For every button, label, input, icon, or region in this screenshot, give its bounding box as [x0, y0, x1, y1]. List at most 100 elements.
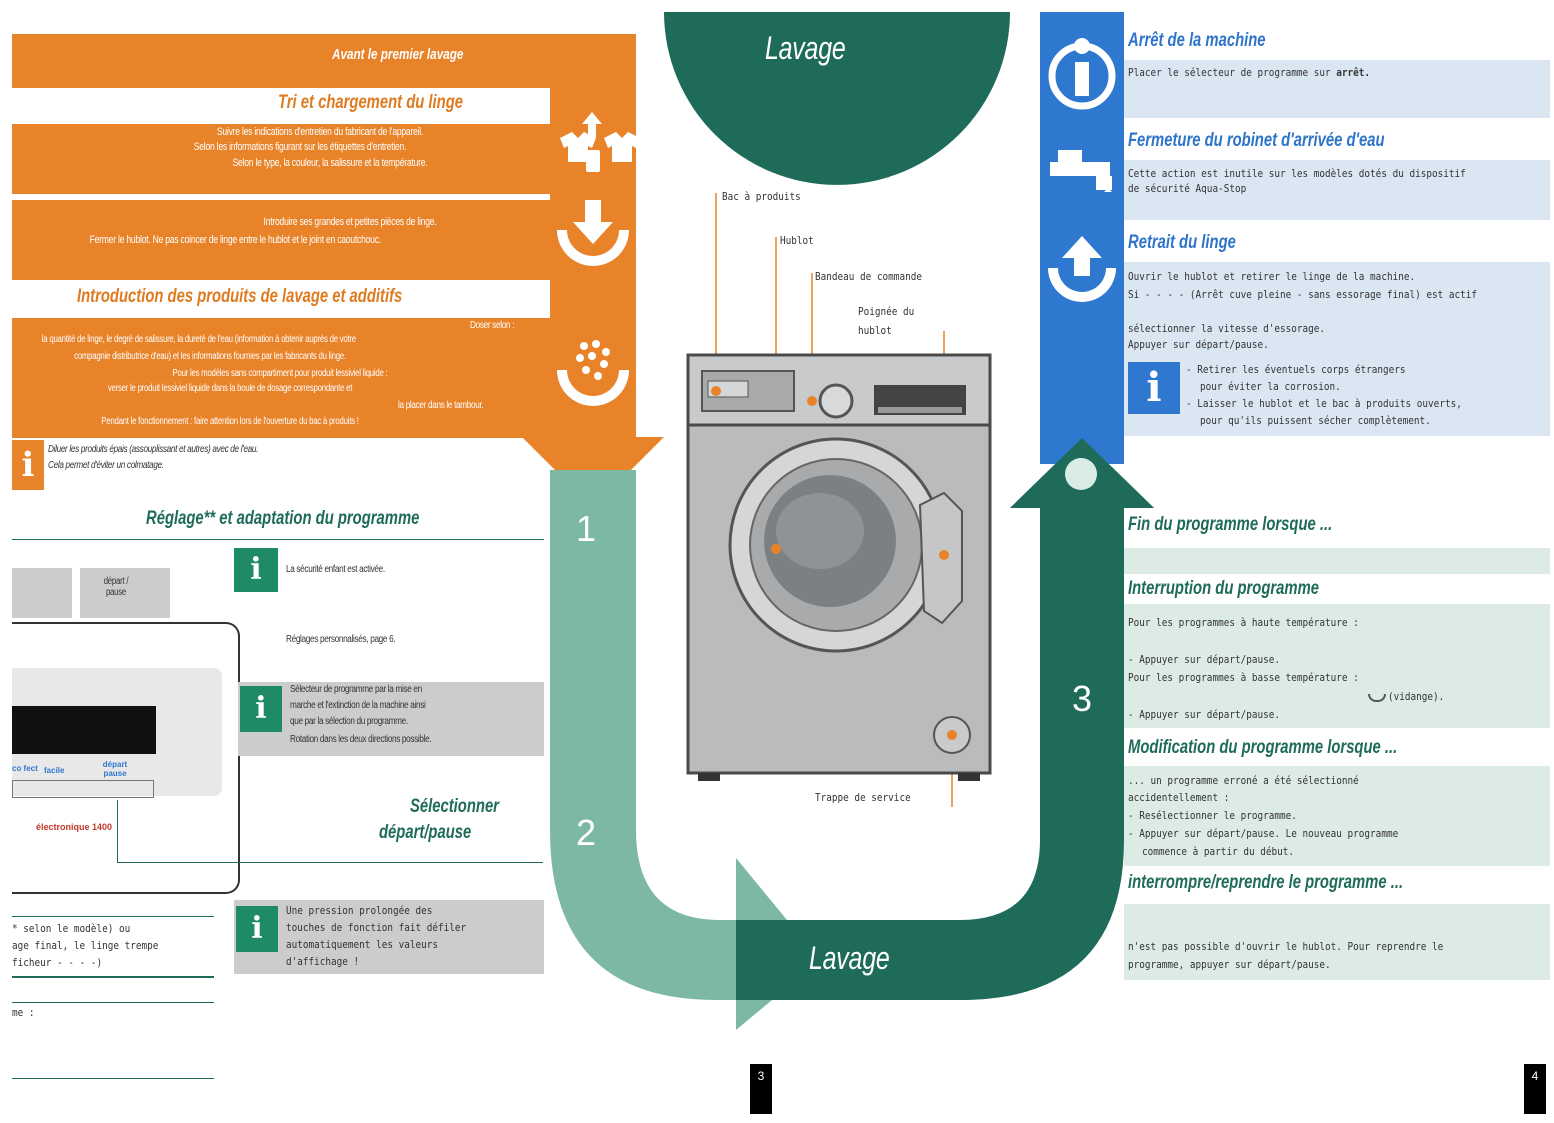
panel-buttons-row [12, 780, 154, 798]
vidange-text: (vidange). [1388, 690, 1445, 703]
sort-line-1: Suivre les indications d'entretien du fa… [216, 126, 424, 138]
remove-info-icon: i [1128, 362, 1180, 414]
bottom-line-2: age final, le linge trempe [12, 939, 159, 952]
modify-line-5: commence à partir du début. [1142, 845, 1294, 858]
program-title: Réglage** et adaptation du programme [146, 508, 420, 529]
panel-brand: électronique 1400 [36, 822, 113, 832]
sort-line-2: Selon les informations figurant sur les … [193, 141, 407, 153]
tap-line-1: Cette action est inutile sur les modèles… [1128, 167, 1466, 180]
products-title-bar [12, 280, 550, 318]
tap-box [1124, 160, 1550, 220]
page-number-3: 3 [750, 1064, 772, 1114]
remove-box [1124, 262, 1550, 436]
end-title: Fin du programme lorsque ... [1128, 514, 1333, 535]
bottom-rule-1 [12, 916, 214, 917]
info-1-text: La sécurité enfant est activée. [286, 564, 385, 575]
sort-line-3: Selon le type, la couleur, la salissure … [232, 157, 428, 169]
info-3-line-4: d'affichage ! [286, 955, 360, 968]
info-2-line-3: que par la sélection du programme. [290, 716, 408, 727]
panel-btn-a-label: co fect [12, 764, 38, 773]
panel-pointer-line [117, 800, 118, 862]
load-line-1: Introduire ses grandes et petites pièces… [263, 216, 437, 228]
interrupt-title: Interruption du programme [1128, 578, 1320, 599]
load-line-2: Fermer le hublot. Ne pas coincer de ling… [89, 234, 382, 246]
panel-pointer-line-h [117, 862, 543, 863]
label-bandeau: Bandeau de commande [815, 270, 922, 283]
products-line-1: la quantité de linge, le degré de saliss… [41, 334, 356, 345]
load-box [12, 200, 550, 280]
bottom-rule-4 [12, 1078, 214, 1079]
select-title-1: Sélectionner [410, 796, 499, 817]
info-2-line-4: Rotation dans les deux directions possib… [290, 734, 432, 745]
bottom-rule-2 [12, 976, 214, 978]
top-lavage-shape [664, 12, 1010, 185]
modify-line-2: accidentellement : [1128, 791, 1230, 804]
stop-text-prefix: Placer le sélecteur de programme sur [1128, 66, 1337, 79]
remove-info-4: pour qu'ils puissent sécher complètement… [1200, 414, 1431, 427]
bottom-line-4: me : [12, 1006, 35, 1019]
stop-title: Arrêt de la machine [1128, 30, 1266, 51]
interrupt-line-2: - Appuyer sur départ/pause. [1128, 653, 1280, 666]
info-3-line-3: automatiquement les valeurs [286, 938, 438, 951]
interrupt-box [1124, 604, 1550, 728]
remove-line-2: Si - - - - (Arrêt cuve pleine - sans ess… [1128, 288, 1478, 301]
remove-info-1: - Retirer les éventuels corps étrangers [1186, 363, 1406, 376]
panel-button-blank[interactable] [12, 568, 72, 618]
pause-line-1: n'est pas possible d'ouvrir le hublot. P… [1128, 940, 1444, 953]
pause-title: interrompre/reprendre le programme ... [1128, 872, 1404, 893]
remove-info-3: - Laisser le hublot et le bac à produits… [1186, 397, 1462, 410]
dot-marker [1065, 458, 1097, 490]
info-2-line-1: Sélecteur de programme par la mise en [290, 684, 422, 695]
sort-box [12, 124, 550, 194]
laundry-icon [560, 112, 640, 172]
mint-curve [550, 470, 820, 1030]
modify-title: Modification du programme lorsque ... [1128, 737, 1398, 758]
bottom-line-1: * selon le modèle) ou [12, 922, 131, 935]
step-2-number: 2 [576, 812, 597, 853]
modify-line-1: ... un programme erroné a été sélectionn… [1128, 774, 1359, 787]
info-2-box [238, 682, 544, 756]
info-icon-2: i [240, 686, 282, 732]
green-curve [736, 438, 1154, 1000]
modify-line-3: - Resélectionner le programme. [1128, 809, 1297, 822]
products-line-6: Pendant le fonctionnement : faire attent… [101, 416, 359, 427]
panel-btn-c-label: départ pause [102, 760, 128, 778]
unload-arrow-icon [1048, 236, 1116, 302]
label-hublot: Hublot [780, 234, 814, 247]
top-lavage-title: Lavage [765, 30, 846, 66]
sort-title-bar [12, 88, 550, 124]
label-poignee-1: Poignée du [858, 305, 915, 318]
header-band-text: Avant le premier lavage [332, 46, 464, 63]
remove-info-2: pour éviter la corrosion. [1200, 380, 1341, 393]
products-line-4: verser le produit lessiviel liquide dans… [107, 383, 353, 394]
interrupt-line-4: - Appuyer sur départ/pause. [1128, 708, 1280, 721]
stop-text-bold: arrêt. [1336, 66, 1371, 79]
products-line-2: compagnie distributrice d'eau) et les in… [74, 351, 346, 362]
info-icon-1: i [234, 548, 278, 592]
info-3-box [234, 900, 544, 974]
pause-box [1124, 904, 1550, 980]
program-title-rule [12, 539, 544, 540]
info-3-line-2: touches de fonction fait défiler [286, 921, 467, 934]
label-poignee-2: hublot [858, 324, 892, 337]
products-title: Introduction des produits de lavage et a… [77, 286, 403, 307]
modify-box [1124, 766, 1550, 866]
products-line-3: Pour les modèles sans compartiment pour … [172, 368, 388, 379]
panel-button-depart-label: départ / pause [103, 576, 129, 598]
bottom-line-3: ficheur - - - -) [12, 956, 103, 969]
orange-header [12, 34, 636, 88]
info-icon-3: i [236, 906, 278, 952]
label-trappe: Trappe de service [815, 791, 911, 804]
remove-line-1: Ouvrir le hublot et retirer le linge de … [1128, 270, 1416, 283]
bottom-rule-3 [12, 1002, 214, 1003]
info-note-line-1: Diluer les produits épais (assouplissant… [48, 444, 259, 455]
stop-box [1124, 60, 1550, 118]
pause-line-2: programme, appuyer sur départ/pause. [1128, 958, 1331, 971]
products-dose: Doser selon : [470, 320, 515, 331]
remove-title: Retrait du linge [1128, 232, 1236, 253]
products-line-5: la placer dans le tambour. [398, 400, 484, 411]
panel-button-depart[interactable] [80, 568, 170, 618]
speed-press: Appuyer sur départ/pause. [1128, 338, 1269, 351]
interrupt-line-1: Pour les programmes à haute température … [1128, 616, 1359, 629]
